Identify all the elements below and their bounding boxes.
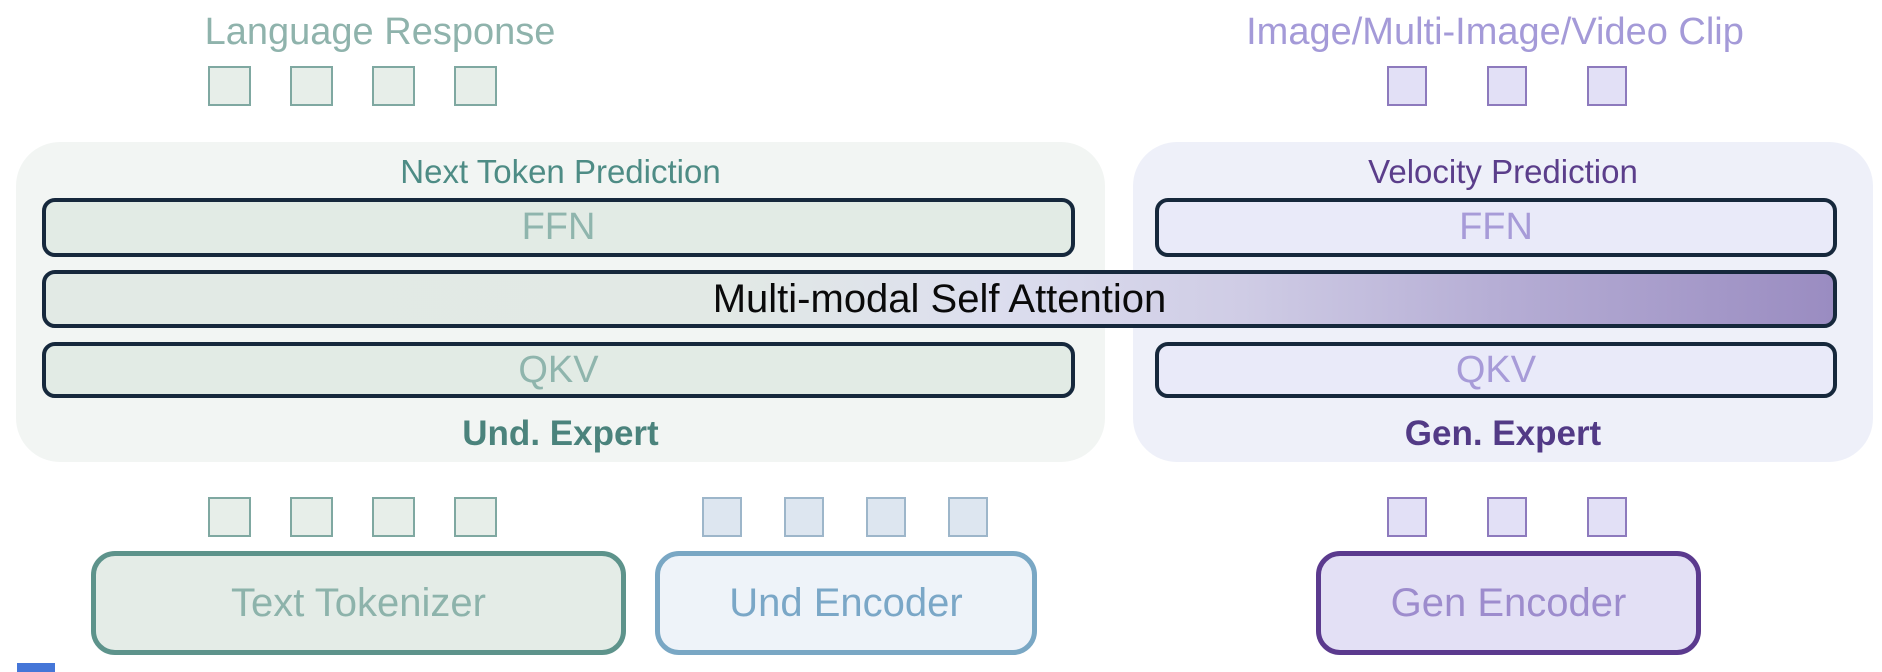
token-square: [454, 497, 497, 537]
token-square: [1587, 497, 1627, 537]
token-square: [1387, 497, 1427, 537]
token-square: [1487, 66, 1527, 106]
token-square: [702, 497, 742, 537]
text-tokenizer-box: Text Tokenizer: [91, 551, 626, 655]
token-square: [290, 66, 333, 106]
und-encoder-box: Und Encoder: [655, 551, 1037, 655]
und-encoder-input-tokens: [702, 497, 988, 537]
text-input-tokens: [208, 497, 497, 537]
velocity-prediction-label: Velocity Prediction: [1368, 153, 1638, 190]
und-expert-label: Und. Expert: [462, 414, 659, 453]
image-clip-tokens: [1387, 66, 1627, 106]
und-qkv-box: QKV: [42, 342, 1075, 398]
image-clip-label: Image/Multi-Image/Video Clip: [1246, 11, 1744, 53]
gen-expert-label: Gen. Expert: [1404, 414, 1602, 453]
token-square: [454, 66, 497, 106]
token-square: [208, 497, 251, 537]
token-square: [1387, 66, 1427, 106]
token-square: [1587, 66, 1627, 106]
token-square: [1487, 497, 1527, 537]
language-response-label: Language Response: [204, 11, 556, 53]
token-square: [290, 497, 333, 537]
clipped-blue-artifact: [17, 663, 55, 672]
gen-qkv-box: QKV: [1155, 342, 1837, 398]
multimodal-self-attention-bar: Multi-modal Self Attention: [42, 270, 1837, 328]
token-square: [208, 66, 251, 106]
next-token-prediction-label: Next Token Prediction: [400, 153, 721, 190]
language-response-tokens: [208, 66, 497, 106]
token-square: [784, 497, 824, 537]
gen-encoder-input-tokens: [1387, 497, 1627, 537]
token-square: [372, 66, 415, 106]
token-square: [372, 497, 415, 537]
gen-encoder-box: Gen Encoder: [1316, 551, 1701, 655]
und-ffn-box: FFN: [42, 198, 1075, 257]
token-square: [948, 497, 988, 537]
gen-ffn-box: FFN: [1155, 198, 1837, 257]
token-square: [866, 497, 906, 537]
